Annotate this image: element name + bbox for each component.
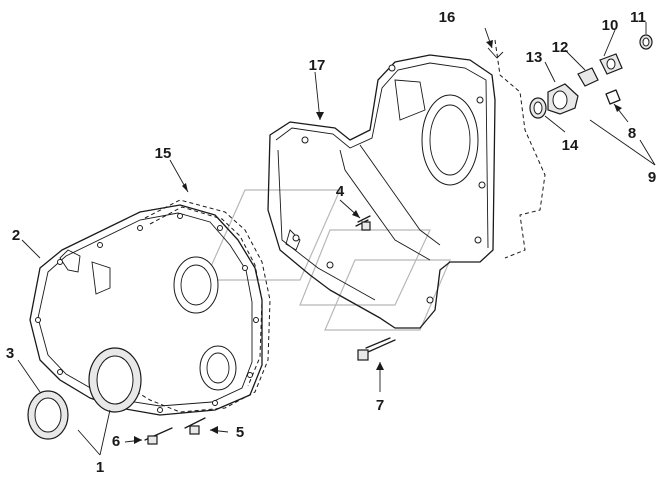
callout-3: 3	[6, 345, 14, 362]
plug-assembly	[529, 34, 653, 119]
callout-10: 10	[602, 17, 619, 34]
callout-4: 4	[336, 183, 345, 200]
callout-2: 2	[12, 227, 20, 244]
spacer-12	[577, 67, 599, 87]
cover-gasket	[124, 199, 271, 413]
bolt-7	[357, 337, 396, 361]
callout-15: 15	[155, 145, 172, 162]
front-cover	[29, 204, 263, 416]
callout-17: 17	[309, 57, 326, 74]
screw-4	[355, 215, 371, 231]
callout-9: 9	[648, 169, 656, 186]
leader-lines	[17, 22, 656, 456]
bolt-6	[144, 427, 173, 445]
callout-5: 5	[236, 424, 244, 441]
seal-ring	[27, 390, 69, 440]
callout-14: 14	[562, 137, 579, 154]
crankshaft-seal	[88, 347, 142, 413]
callout-labels: 1 2 3 4 5 6 7 8 9 10 11 12 13 14 15 16 1…	[6, 9, 656, 476]
callout-1: 1	[96, 459, 104, 476]
callout-7: 7	[376, 397, 384, 414]
screw-8	[605, 89, 621, 105]
callout-8: 8	[628, 125, 636, 142]
callout-12: 12	[552, 39, 569, 56]
watermark-logo	[204, 189, 451, 331]
callout-6: 6	[112, 433, 120, 450]
gear-housing	[267, 54, 496, 329]
bolt-5	[184, 417, 206, 435]
housing-gasket	[487, 39, 546, 259]
callout-13: 13	[526, 49, 543, 66]
callout-11: 11	[630, 9, 646, 26]
callout-16: 16	[439, 9, 456, 26]
